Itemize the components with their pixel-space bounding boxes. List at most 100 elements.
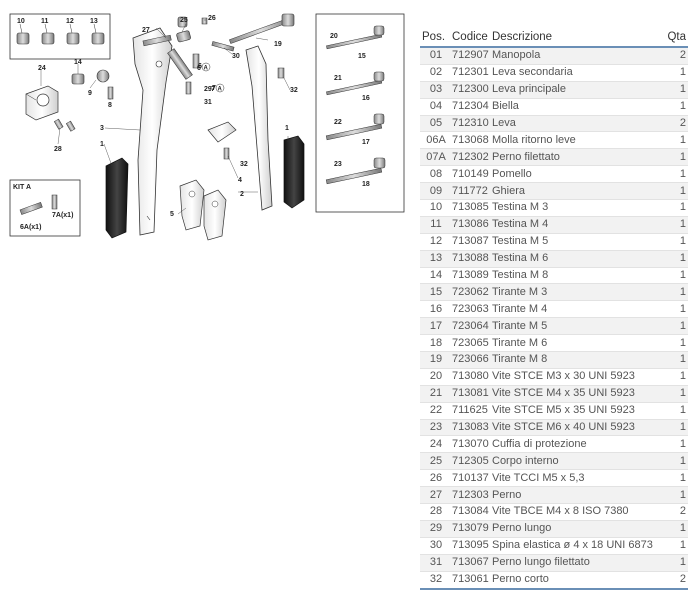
row-qty: 1 bbox=[664, 537, 688, 555]
row-qty: 1 bbox=[664, 469, 688, 488]
callout-7a: 7 A bbox=[211, 83, 225, 93]
row-code: 711625 bbox=[450, 402, 490, 420]
label-6: 6 bbox=[198, 63, 202, 70]
label-5: 5 bbox=[170, 211, 174, 218]
screws-parts bbox=[325, 25, 386, 185]
row-code: 713080 bbox=[450, 368, 490, 386]
row-pos: 19 bbox=[420, 351, 450, 369]
row-code: 712300 bbox=[450, 81, 490, 99]
label-24: 24 bbox=[38, 65, 46, 72]
row-desc: Leva principale bbox=[490, 81, 664, 99]
row-pos: 06A bbox=[420, 131, 450, 150]
label-25: 25 bbox=[180, 17, 188, 24]
row-code: 723065 bbox=[450, 334, 490, 353]
kit-a-box bbox=[9, 179, 81, 237]
row-pos: 30 bbox=[420, 537, 450, 555]
row-pos: 16 bbox=[420, 300, 450, 319]
row-qty: 2 bbox=[664, 571, 688, 590]
label-31: 31 bbox=[204, 99, 212, 106]
label-13: 13 bbox=[90, 18, 98, 25]
levers-pair-part bbox=[179, 179, 227, 241]
label-29: 29 bbox=[204, 86, 212, 93]
label-4: 4 bbox=[238, 177, 242, 184]
label-27: 27 bbox=[142, 27, 150, 34]
label-8: 8 bbox=[108, 102, 112, 109]
row-qty: 1 bbox=[664, 385, 688, 403]
protective-cap-part bbox=[25, 85, 59, 121]
row-code: 723062 bbox=[450, 283, 490, 302]
label-1-right: 1 bbox=[285, 125, 289, 132]
row-desc: Tirante M 6 bbox=[490, 334, 664, 353]
row-qty: 1 bbox=[664, 148, 688, 167]
label-32: 32 bbox=[240, 161, 248, 168]
row-pos: 04 bbox=[420, 98, 450, 116]
label-22: 22 bbox=[334, 119, 342, 126]
label-19: 19 bbox=[274, 41, 282, 48]
row-desc: Tirante M 4 bbox=[490, 300, 664, 319]
secondary-lever-part bbox=[245, 45, 285, 211]
pins-cluster bbox=[142, 16, 235, 95]
row-desc: Testina M 6 bbox=[490, 250, 664, 268]
label-11: 11 bbox=[41, 18, 49, 25]
row-desc: Cuffia di protezione bbox=[490, 435, 664, 454]
row-qty: 1 bbox=[664, 165, 688, 184]
label-1-left: 1 bbox=[100, 141, 104, 148]
row-pos: 13 bbox=[420, 250, 450, 268]
kit-a-parts bbox=[19, 194, 58, 215]
row-pos: 22 bbox=[420, 402, 450, 420]
row-desc: Tirante M 8 bbox=[490, 351, 664, 369]
row-desc: Manopola bbox=[490, 47, 664, 65]
row-qty: 1 bbox=[664, 317, 688, 336]
long-pin-part bbox=[229, 13, 295, 44]
row-desc: Vite STCE M6 x 40 UNI 5923 bbox=[490, 419, 664, 437]
row-code: 710149 bbox=[450, 165, 490, 184]
grip-left-part bbox=[105, 157, 129, 239]
label-9: 9 bbox=[88, 90, 92, 97]
svg-text:A: A bbox=[218, 87, 223, 93]
row-desc: Pomello bbox=[490, 165, 664, 184]
row-desc: Leva secondaria bbox=[490, 64, 664, 82]
row-pos: 26 bbox=[420, 469, 450, 488]
row-code: 710137 bbox=[450, 469, 490, 488]
row-code: 713061 bbox=[450, 571, 490, 590]
main-lever-part bbox=[132, 27, 173, 236]
row-desc: Testina M 4 bbox=[490, 216, 664, 234]
row-code: 723063 bbox=[450, 300, 490, 319]
label-2: 2 bbox=[240, 191, 244, 198]
row-code: 713084 bbox=[450, 503, 490, 521]
header-pos: Pos. bbox=[420, 28, 450, 48]
row-qty: 1 bbox=[664, 250, 688, 268]
row-desc: Perno bbox=[490, 486, 664, 505]
label-3: 3 bbox=[100, 125, 104, 132]
label-20: 20 bbox=[330, 33, 338, 40]
row-desc: Vite STCE M3 x 30 UNI 5923 bbox=[490, 368, 664, 386]
row-desc: Perno lungo filettato bbox=[490, 554, 664, 572]
row-qty: 1 bbox=[664, 300, 688, 319]
row-desc: Vite TBCE M4 x 8 ISO 7380 bbox=[490, 503, 664, 521]
label-21: 21 bbox=[334, 75, 342, 82]
small-screws bbox=[53, 69, 114, 132]
row-pos: 08 bbox=[420, 165, 450, 184]
row-pos: 07A bbox=[420, 148, 450, 167]
inset-box-screws bbox=[315, 13, 405, 213]
row-code: 711772 bbox=[450, 182, 490, 201]
row-code: 713088 bbox=[450, 250, 490, 268]
